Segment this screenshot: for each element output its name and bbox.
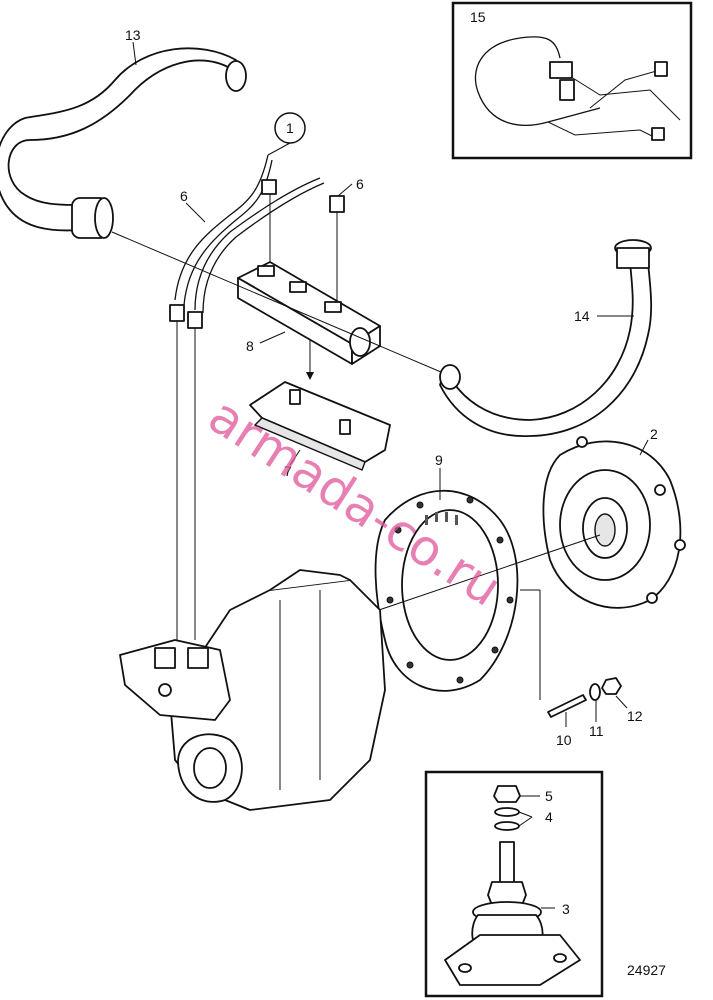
callout-6-left: 6 xyxy=(180,188,188,204)
callout-2: 2 xyxy=(650,426,658,442)
callout-13: 13 xyxy=(125,27,141,43)
callout-3: 3 xyxy=(562,901,570,917)
inset-hose-assembly xyxy=(451,1,693,160)
callout-4: 4 xyxy=(545,809,553,825)
callout-5: 5 xyxy=(545,788,553,804)
callout-15: 15 xyxy=(470,9,486,25)
callout-7: 7 xyxy=(284,463,292,479)
callout-6-right: 6 xyxy=(356,176,364,192)
callout-1: 1 xyxy=(286,120,294,136)
gearbox xyxy=(119,569,386,811)
figure-number: 24927 xyxy=(627,962,666,978)
bracket-7 xyxy=(249,381,391,471)
hose-13 xyxy=(0,47,247,239)
inset-engine-mount xyxy=(424,770,604,998)
corrugated-hose-14 xyxy=(439,239,653,437)
callout-12: 12 xyxy=(627,708,643,724)
flywheel-plate-9 xyxy=(374,489,519,692)
callout-10: 10 xyxy=(556,732,572,748)
callout-14: 14 xyxy=(574,308,590,324)
callout-9: 9 xyxy=(435,452,443,468)
stud-washer-nut-10-11-12 xyxy=(520,589,622,718)
leader-lines xyxy=(132,41,649,909)
flexible-coupling-2 xyxy=(542,436,686,609)
tubes-6 xyxy=(169,154,345,640)
oil-cooler-8 xyxy=(237,261,381,380)
callout-11: 11 xyxy=(589,723,604,739)
callout-8: 8 xyxy=(246,338,254,354)
